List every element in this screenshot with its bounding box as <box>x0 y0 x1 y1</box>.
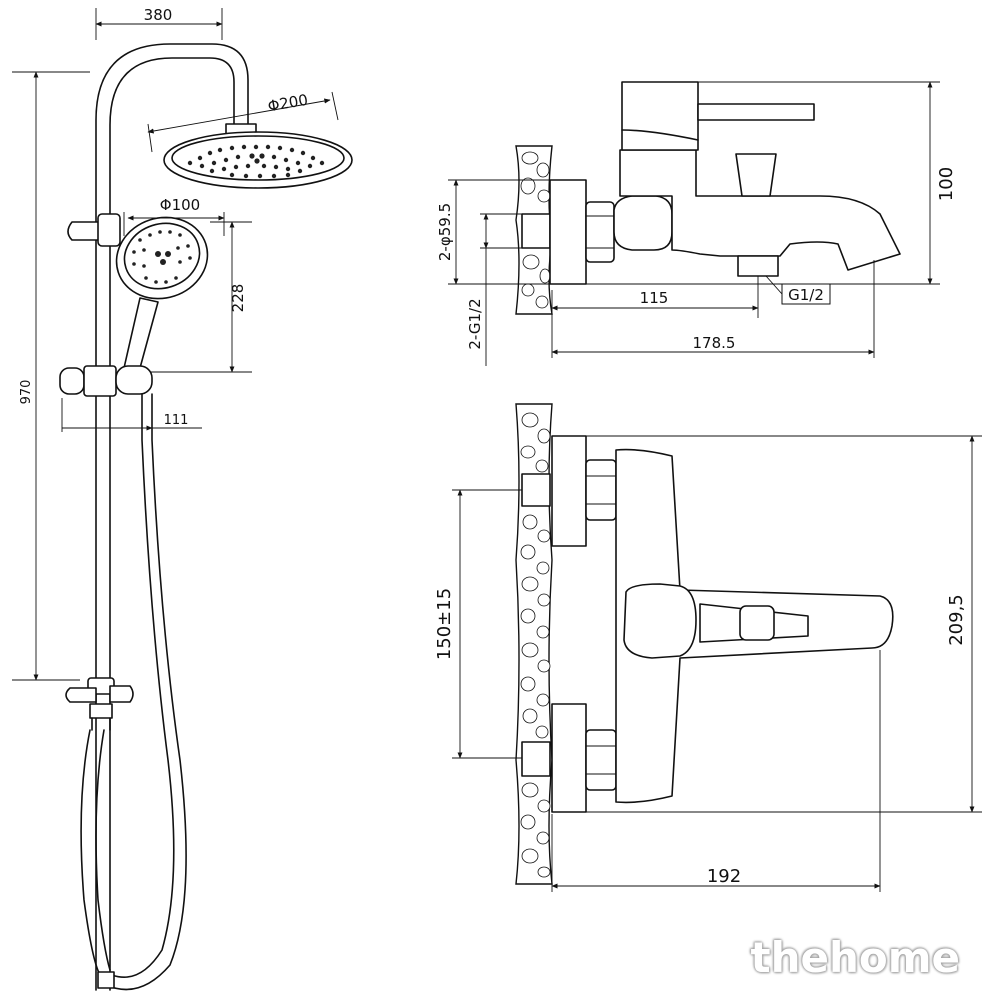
head-nozzles <box>187 144 325 179</box>
inlet-fitting-top-lower <box>521 741 551 777</box>
dim-overall-depth: 178.5 <box>551 260 875 358</box>
dim-label-inlet-thread: 2-G1/2 <box>466 298 484 349</box>
dim-label-hand-diameter: Φ100 <box>160 196 200 214</box>
mixer-top-view: 150±15 209,5 192 <box>434 403 982 892</box>
dim-label-total-height: 970 <box>19 380 34 405</box>
hand-shower <box>115 216 209 369</box>
hose-outer <box>105 393 187 991</box>
lever-side <box>697 103 815 121</box>
diverter-knob-side <box>735 153 777 197</box>
hand-shower-nozzles <box>132 230 192 284</box>
hose-end-nut <box>97 971 115 989</box>
dim-label-depth: 192 <box>707 866 741 887</box>
dim-hand-diameter: Φ100 <box>123 196 225 236</box>
dim-label-overall-depth: 178.5 <box>693 334 736 352</box>
wall-flange-top-upper <box>551 435 587 547</box>
diverter <box>65 677 134 731</box>
dim-label-holder-depth: 111 <box>164 413 189 428</box>
hose-inner <box>111 393 175 979</box>
dim-total-height: 970 <box>12 71 90 681</box>
shower-system: 380 Φ200 Φ100 228 970 <box>12 6 353 991</box>
dim-label-head-diameter: Φ200 <box>266 91 309 116</box>
inlet-fitting-side <box>521 213 551 249</box>
riser-pipe-outer <box>95 43 249 991</box>
dim-label-inlet-diameter: 2-φ59.5 <box>436 203 454 261</box>
union-nut-top-upper <box>585 459 617 521</box>
dim-label-spout-outlet: 115 <box>640 289 669 307</box>
mixer-side-view: 2-φ59.5 2-G1/2 115 G1/2 178.5 <box>436 81 957 366</box>
inlet-fitting-top-upper <box>521 473 551 507</box>
riser-pipe-inner <box>109 57 235 991</box>
wall-section-top <box>515 403 553 885</box>
mixer-eccentric <box>613 195 673 251</box>
dim-inlet-thread: 2-G1/2 <box>466 213 524 366</box>
overhead-shower-head <box>163 131 353 189</box>
diverter-knob-top <box>739 605 775 641</box>
dim-spout-outlet: 115 <box>551 276 759 318</box>
dim-arm-reach: 380 <box>95 6 223 40</box>
dim-hand-offset: 228 <box>150 221 252 373</box>
cartridge-housing-side <box>621 81 699 151</box>
wall-flange-top-lower <box>551 703 587 813</box>
hose-lower <box>80 729 111 976</box>
dim-holder-depth: 111 <box>61 398 202 432</box>
union-nut-top-lower <box>585 729 617 791</box>
watermark-logo: thehome <box>750 933 960 982</box>
slide-holder <box>59 365 153 397</box>
dim-inlet-diameter: 2-φ59.5 <box>436 179 586 285</box>
dim-inlet-spacing: 150±15 <box>434 489 522 759</box>
cartridge-top <box>623 583 697 659</box>
dim-label-outlet-thread: G1/2 <box>788 286 824 304</box>
dim-label-inlet-spacing: 150±15 <box>434 588 455 660</box>
dim-depth: 192 <box>551 650 881 892</box>
wall-flange-side <box>549 179 587 285</box>
dim-label-width: 209,5 <box>946 594 967 646</box>
dim-outlet-thread: G1/2 <box>765 275 831 305</box>
upper-holder <box>67 213 121 247</box>
shower-outlet-side <box>737 255 779 277</box>
union-nut-side <box>585 201 615 263</box>
mixer-body-side <box>619 149 901 271</box>
dim-label-arm-reach: 380 <box>144 6 173 24</box>
hand-shower-handle <box>123 297 159 369</box>
dim-label-hand-offset: 228 <box>229 284 247 313</box>
dim-width: 209,5 <box>586 435 982 813</box>
dim-height: 100 <box>586 81 957 285</box>
dim-label-height: 100 <box>936 167 957 201</box>
